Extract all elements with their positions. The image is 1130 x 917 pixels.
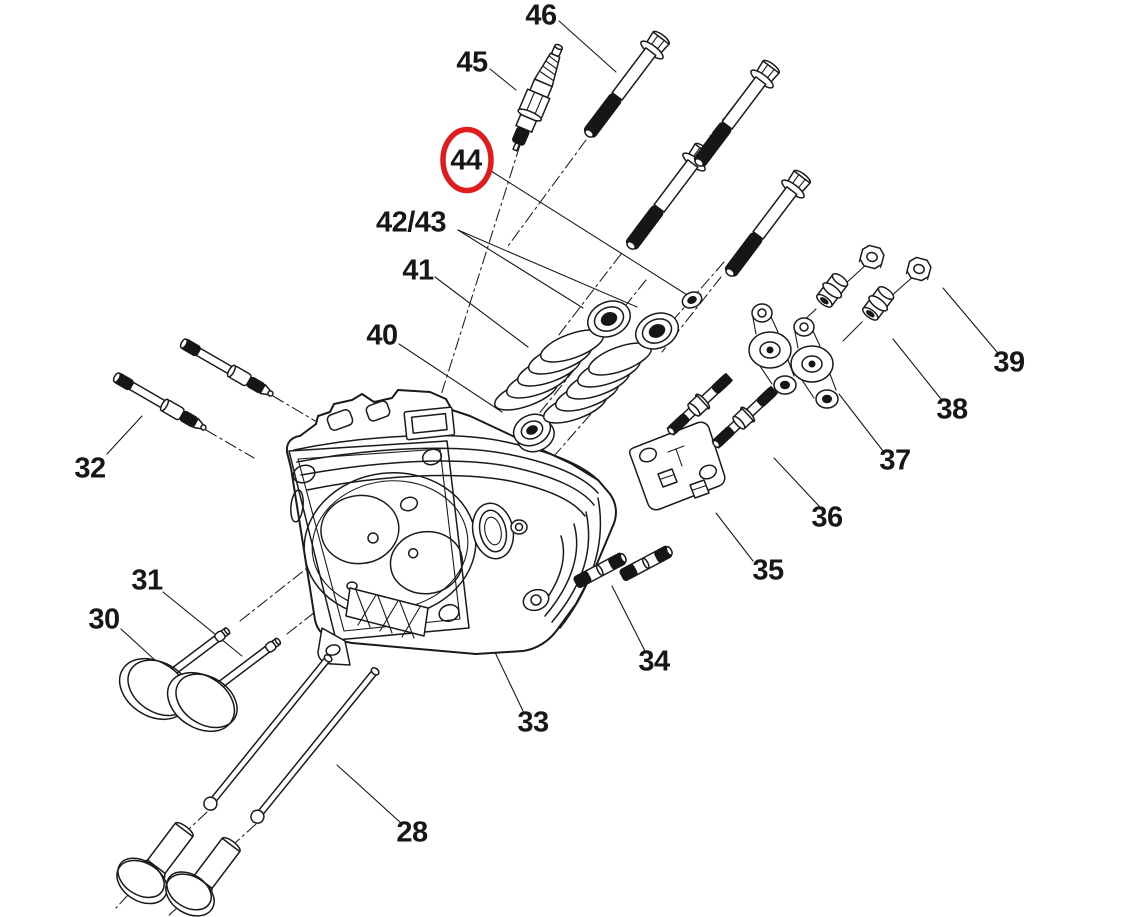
head-bolts-46 — [575, 26, 816, 284]
rocker-arm — [790, 317, 839, 409]
leader-37 — [838, 393, 884, 452]
leader-35 — [715, 512, 754, 562]
highlight-ellipse-44 — [440, 126, 494, 194]
part-label-41: 41 — [402, 254, 434, 287]
leader-34 — [611, 585, 646, 652]
part-label-31: 31 — [131, 564, 163, 597]
part-label-45: 45 — [456, 46, 488, 79]
part-label-39: 39 — [993, 346, 1025, 379]
cylinder-head-33 — [285, 389, 617, 666]
valve-stem-seal-40 — [512, 413, 555, 453]
leader-42-43-a — [457, 229, 584, 309]
part-label-33: 33 — [517, 706, 549, 739]
part-label-40: 40 — [366, 319, 398, 352]
leader-45 — [489, 68, 517, 91]
leader-lines — [106, 20, 998, 824]
leader-42-43-b — [457, 229, 638, 308]
head-studs-32 — [110, 335, 277, 436]
rocker-arm — [748, 303, 797, 395]
leader-33 — [491, 645, 524, 712]
part-label-37: 37 — [879, 444, 911, 477]
leader-41 — [434, 276, 529, 348]
tappets — [116, 815, 248, 917]
part-label-46: 46 — [525, 0, 557, 32]
leader-39 — [942, 287, 998, 353]
leader-46 — [558, 20, 617, 73]
valve-keeper-44 — [681, 291, 703, 309]
lock-nuts-39 — [857, 243, 934, 283]
leader-32 — [106, 415, 143, 455]
part-label-38: 38 — [936, 393, 968, 426]
leader-30 — [120, 628, 157, 662]
rocker-pivots-38 — [812, 269, 898, 325]
leader-44 — [490, 170, 693, 299]
part-label-35: 35 — [752, 554, 784, 587]
leader-31 — [162, 591, 243, 657]
part-label-30: 30 — [88, 603, 120, 636]
valve-springs-41 — [490, 322, 656, 431]
leader-38 — [892, 338, 942, 400]
leader-40 — [398, 343, 503, 413]
part-label-44: 44 — [450, 144, 482, 177]
part-label-32: 32 — [74, 452, 106, 485]
part-label-34: 34 — [638, 645, 670, 678]
part-label-36: 36 — [811, 501, 843, 534]
bracket-35 — [628, 421, 726, 511]
rocker-arms-37 — [748, 303, 839, 409]
leader-36 — [773, 457, 820, 507]
part-label-28: 28 — [396, 816, 428, 849]
spark-plug-45 — [512, 43, 564, 152]
valve-31 — [166, 637, 282, 733]
part-label-42-43: 42/43 — [375, 206, 447, 239]
leader-28 — [336, 764, 402, 824]
